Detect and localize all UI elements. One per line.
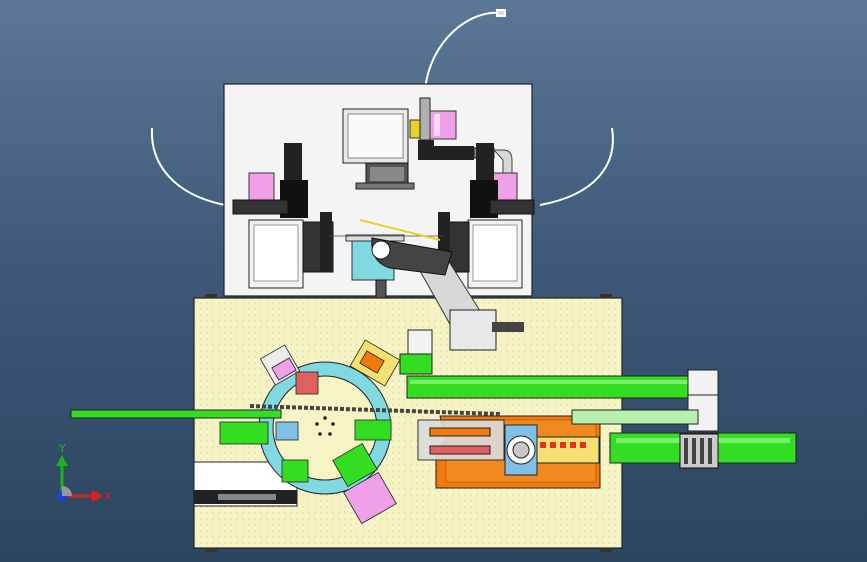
panel-feet: [205, 294, 612, 552]
cable-top: [150, 9, 614, 206]
green-conveyor-lower: [571, 409, 797, 469]
green-conveyor-upper: [406, 369, 719, 432]
triad-y-label: Y: [58, 442, 66, 455]
feed-rail-left: [70, 404, 501, 419]
rotary-turntable: [219, 339, 401, 525]
swing-arm: [371, 237, 524, 375]
upper-panel: [223, 83, 535, 303]
coordinate-triad-icon: Y X: [56, 442, 112, 503]
triad-x-label: X: [104, 490, 112, 503]
